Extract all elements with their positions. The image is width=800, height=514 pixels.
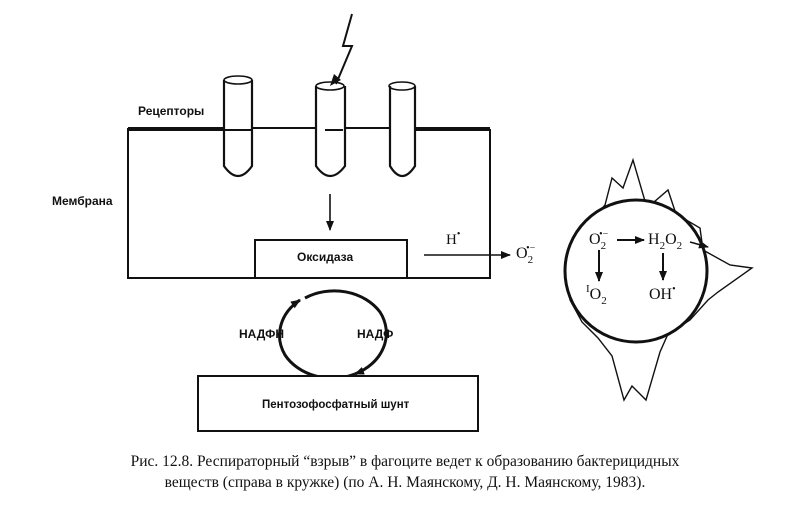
caption-line-1: Рис. 12.8. Респираторный “взрыв” в фагоц… [130, 453, 680, 470]
figure-caption: Рис. 12.8. Респираторный “взрыв” в фагоц… [30, 451, 780, 493]
lightning-stimulus [335, 13, 354, 85]
arrow-h2o2-outward [689, 240, 709, 249]
hydroxyl-radical-label: OH• [649, 284, 676, 303]
receptor-2-opening [315, 81, 345, 91]
superoxide-outside-label: O2•− [516, 243, 536, 266]
receptors-label: Рецепторы [138, 104, 205, 118]
h-radical-label: H• [446, 229, 461, 248]
pentose-shunt-label: Пентозофосфатный шунт [262, 399, 410, 411]
bactericidal-circle [563, 198, 709, 344]
lightning-arrowhead [330, 74, 341, 86]
oxidase-box [254, 239, 408, 279]
hydrogen-peroxide-label: H2O2 [648, 231, 683, 252]
singlet-oxygen-label: IO2 [586, 283, 607, 307]
nadp-cycle-left [278, 298, 356, 380]
receptor-1-opening [223, 75, 253, 85]
pentose-shunt-box [197, 375, 479, 432]
nadph-label: НАДФН [239, 327, 285, 341]
receptor-1 [222, 80, 254, 178]
membrane-outline [127, 128, 491, 279]
oxidase-label: Оксидаза [297, 250, 354, 264]
receptor-3 [388, 86, 417, 178]
superoxide-inside-label: O2•− [589, 229, 609, 252]
receptor-3-opening [388, 81, 416, 91]
nadp-cycle-right [304, 289, 388, 376]
receptor-2 [314, 86, 347, 178]
nadp-label: НАДФ [357, 327, 394, 341]
caption-line-2: веществ (справа в кружке) (по А. Н. Маян… [164, 474, 646, 491]
membrane-label: Мембрана [52, 194, 113, 208]
